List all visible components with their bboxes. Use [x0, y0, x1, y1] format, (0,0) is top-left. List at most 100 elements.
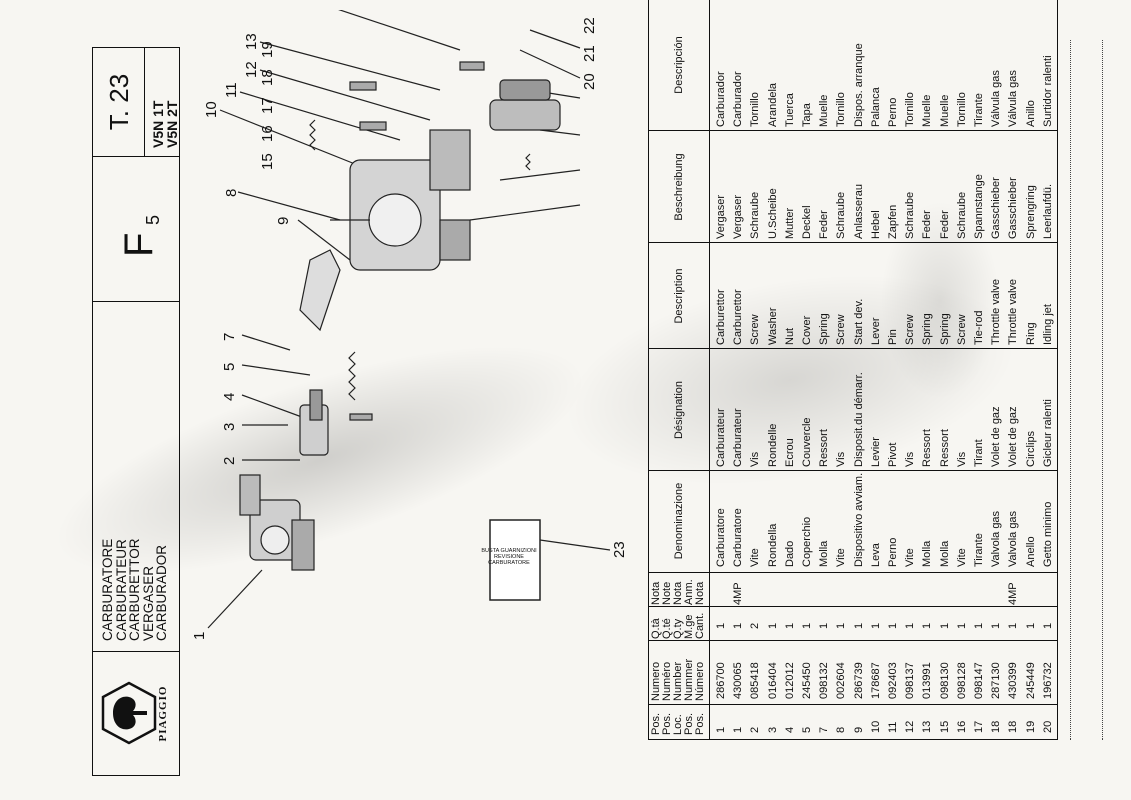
cell-it: Tirante: [973, 533, 985, 567]
cell-en: Carburettor: [732, 289, 745, 345]
callout-5: 5: [221, 362, 238, 371]
cell-de: Sprengring: [1024, 185, 1037, 239]
cell-qta: 1: [1041, 622, 1054, 629]
cell-numero: 098132: [818, 662, 831, 699]
cell-it: Getto minimo: [1041, 501, 1054, 567]
header-nota: Nota Note Nota Anm. Nota: [650, 573, 711, 605]
cell-it: Molla: [921, 540, 934, 567]
header-qta-es: Cant.: [694, 612, 706, 639]
cell-qta: 1: [1024, 622, 1037, 629]
header-descripcion: Descripción: [672, 36, 685, 94]
cell-it: Leva: [869, 543, 882, 567]
cell-de: Mutter: [783, 207, 796, 239]
cell-es: Muelle: [921, 94, 934, 127]
cell-qta: 1: [973, 622, 985, 629]
cell-it: Coperchio: [801, 516, 813, 567]
header-description: Description: [672, 268, 685, 324]
cell-de: Vergaser: [732, 194, 745, 239]
model-1: V5N 1T: [150, 100, 166, 148]
screw-icon: [349, 61, 485, 421]
cell-pos: 9: [852, 726, 865, 733]
cell-numero: 245450: [801, 662, 813, 699]
cell-de: Anlasserau: [852, 183, 865, 239]
cell-es: Válvula gas: [1007, 70, 1020, 127]
logo-text: PIAGGIO: [157, 685, 169, 742]
logo-cell: PIAGGIO: [93, 651, 179, 775]
carburettor-drawing: [207, 10, 611, 629]
cell-en: Spring: [818, 313, 831, 345]
cell-numero: 196732: [1041, 662, 1054, 699]
header-numero-es: Número: [694, 661, 706, 701]
callout-15: 15: [259, 153, 276, 170]
cell-es: Carburador: [732, 71, 745, 127]
code-cell: T. 23 V5N 1T V5N 2T: [93, 48, 180, 156]
cell-pos: 5: [801, 726, 813, 733]
callout-16: 16: [259, 125, 276, 142]
cell-numero: 012012: [783, 662, 796, 699]
cell-it: Vite: [835, 548, 848, 567]
cell-qta: 1: [801, 622, 813, 629]
cell-numero: 098128: [955, 662, 968, 699]
cell-de: Gasschieber: [1007, 177, 1020, 239]
callout-4: 4: [221, 392, 238, 401]
cell-pos: 2: [749, 726, 762, 733]
cell-pos: 1: [715, 726, 727, 733]
title-es: CARBURADOR: [154, 544, 169, 641]
cell-numero: 002604: [835, 662, 848, 699]
cell-de: U.Scheibe: [766, 188, 779, 239]
cell-qta: 1: [990, 622, 1003, 629]
cell-it: Vite: [749, 548, 762, 567]
header-pos: Pos. Pos. Loc. Pos. Pos.: [650, 707, 711, 735]
callout-21: 21: [581, 45, 598, 62]
cell-en: Lever: [869, 317, 882, 345]
cell-es: Tornillo: [904, 92, 917, 127]
start-device-icon: [299, 389, 329, 456]
cell-numero: 286700: [715, 662, 727, 699]
model-list: V5N 1T V5N 2T: [150, 100, 180, 148]
cell-it: Dado: [783, 540, 796, 567]
cell-de: Zapfen: [887, 204, 899, 239]
group-number: 5: [143, 214, 163, 225]
cell-es: Palanca: [869, 87, 882, 127]
table-header: Pos. Pos. Loc. Pos. Pos. Numero Numéro N…: [649, 0, 710, 739]
cell-es: Dispos. arranque: [852, 43, 865, 127]
title-fr: CARBURATEUR: [113, 539, 129, 641]
cell-qta: 1: [835, 622, 848, 629]
model-2: V5N 2T: [164, 100, 180, 148]
callout-1: 1: [191, 631, 208, 640]
cell-pos: 18: [1007, 720, 1020, 733]
cell-numero: 085418: [749, 662, 762, 699]
header-nota-es: Nota: [694, 581, 706, 605]
cell-pos: 8: [835, 726, 848, 733]
cell-qta: 1: [938, 622, 951, 629]
cell-en: Throttle valve: [1007, 278, 1020, 345]
callout-20: 20: [581, 73, 598, 90]
cell-es: Anillo: [1024, 100, 1037, 127]
header-denominazione: Denominazione: [672, 482, 685, 560]
cell-en: Throttle valve: [990, 278, 1003, 345]
cell-es: Carburador: [715, 71, 727, 127]
cell-de: Feder: [921, 210, 934, 239]
cell-qta: 1: [818, 622, 831, 629]
cell-it: Valvola gas: [990, 510, 1003, 567]
cell-nota: 4MP: [732, 582, 745, 605]
cell-it: Molla: [938, 540, 951, 567]
cell-en: Washer: [766, 307, 779, 346]
piaggio-logo-icon: [101, 681, 157, 745]
callout-7: 7: [221, 332, 238, 341]
callout-2: 2: [221, 456, 238, 465]
cell-es: Tapa: [801, 103, 813, 127]
cell-it: Carburatore: [715, 508, 727, 567]
cell-de: Feder: [938, 210, 951, 239]
cell-es: Muelle: [818, 94, 831, 127]
header-numero: Numero Numéro Number Nummer Número: [650, 643, 711, 701]
cell-fr: Carburateur: [715, 408, 727, 467]
